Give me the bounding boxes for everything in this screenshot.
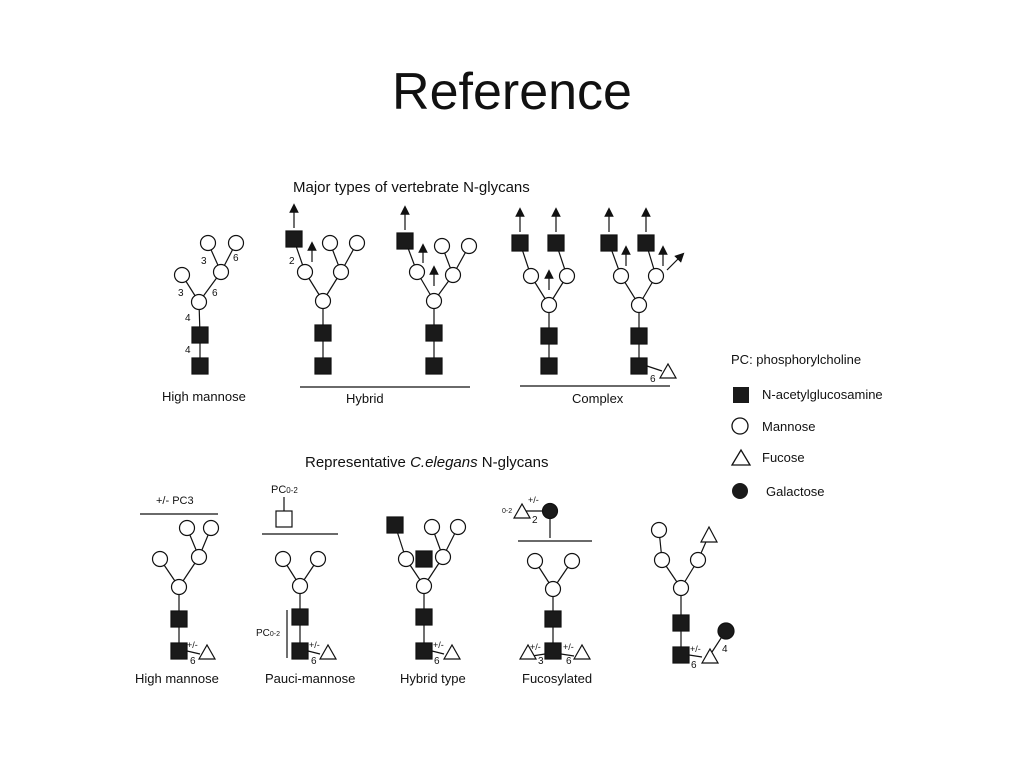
link-label-3: 3: [538, 656, 544, 667]
link-label-6: 6: [691, 660, 697, 671]
vertebrate-complex-glycan-1: [511, 207, 576, 375]
plusminus-annotation: +/-: [187, 640, 198, 650]
celegans-pauci-mannose-glycan: [274, 550, 338, 660]
celegans-fucosylated-label: Fucosylated: [522, 671, 592, 686]
legend-circle-icon: [731, 417, 749, 435]
celegans-high-mannose-glycan: [151, 519, 220, 660]
link-label-6: 6: [233, 253, 239, 264]
link-label-4: 4: [185, 313, 191, 324]
plusminus-annotation: +/-: [528, 495, 539, 505]
celegans-fucosylated-glycan: [512, 502, 592, 660]
vertebrate-hybrid-label: Hybrid: [346, 391, 384, 406]
vertebrate-heading: Major types of vertebrate N-glycans: [293, 179, 530, 196]
celegans-galactosylated-glycan: [650, 521, 735, 664]
vertebrate-high-mannose-glycan: [173, 234, 245, 375]
link-label-6: 6: [311, 656, 317, 667]
pc-annotation: PC0-2: [256, 628, 280, 639]
plusminus-annotation: +/-: [433, 640, 444, 650]
legend-label-galactose: Galactose: [766, 484, 825, 499]
plusminus-annotation: +/-: [530, 642, 541, 652]
link-label-6: 6: [434, 656, 440, 667]
legend-square-icon: [733, 387, 749, 403]
plusminus-annotation: +/-: [309, 640, 320, 650]
legend: PC: phosphorylcholine N-acetylglucosamin…: [730, 352, 883, 499]
celegans-heading: Representative C.elegans N-glycans: [305, 454, 548, 471]
pc3-annotation: +/- PC3: [156, 495, 194, 507]
legend-pc: PC: phosphorylcholine: [731, 352, 861, 367]
legend-label-fucose: Fucose: [762, 450, 805, 465]
link-label-3: 3: [201, 256, 207, 267]
plusminus-annotation: +/-: [690, 644, 701, 654]
legend-label-mannose: Mannose: [762, 419, 815, 434]
link-label-4: 4: [185, 345, 191, 356]
celegans-hybrid-type-glycan: [386, 516, 467, 660]
link-label-6: 6: [212, 288, 218, 299]
celegans-high-mannose-label: High mannose: [135, 671, 219, 686]
legend-dot-icon: [732, 483, 748, 499]
slide-title: Reference: [392, 63, 632, 121]
pc-annotation: PC0-2: [271, 484, 298, 496]
zero-two-annotation: 0-2: [502, 508, 512, 515]
link-label-2: 2: [532, 515, 538, 526]
plusminus-annotation: +/-: [563, 642, 574, 652]
pc-square-icon: [275, 510, 293, 528]
celegans-hybrid-type-label: Hybrid type: [400, 671, 466, 686]
link-label-6: 6: [190, 656, 196, 667]
link-label-3: 3: [178, 288, 184, 299]
vertebrate-hybrid-glycan-1: [285, 203, 366, 375]
vertebrate-complex-glycan-2: [600, 207, 685, 379]
link-label-6: 6: [566, 656, 572, 667]
vertebrate-complex-label: Complex: [572, 391, 624, 406]
vertebrate-hybrid-glycan-2: [396, 205, 478, 375]
legend-label-glcnac: N-acetylglucosamine: [762, 387, 883, 402]
link-label-2: 2: [289, 256, 295, 267]
celegans-pauci-mannose-label: Pauci-mannose: [265, 671, 355, 686]
vertebrate-high-mannose-label: High mannose: [162, 389, 246, 404]
legend-triangle-icon: [730, 448, 752, 466]
link-label-6: 6: [650, 374, 656, 385]
link-label-4: 4: [722, 644, 728, 655]
